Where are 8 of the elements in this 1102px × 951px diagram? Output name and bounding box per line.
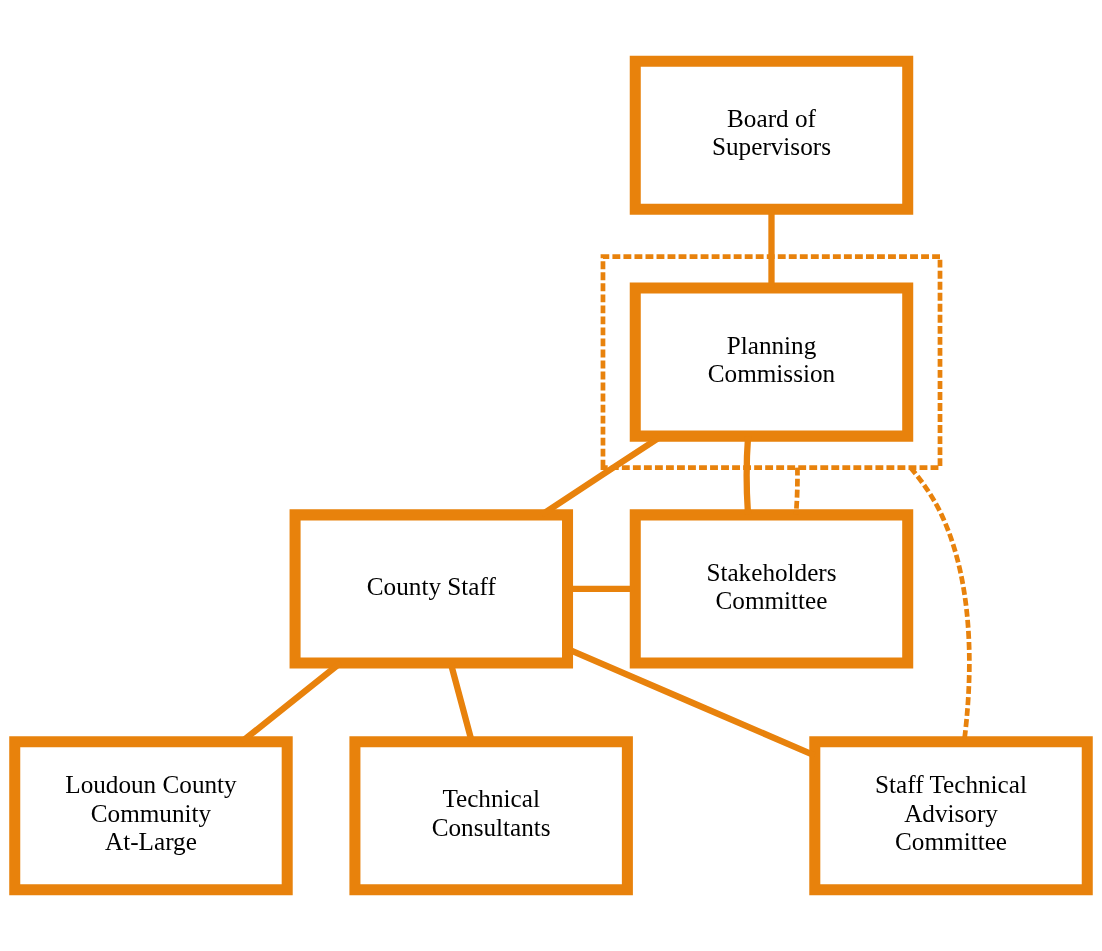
node-box: Staff Technical Advisory Committee (809, 736, 1093, 896)
node-box: Planning Commission (629, 282, 914, 442)
node-box: Board of Supervisors (629, 55, 914, 215)
node-box: Loudoun County Community At-Large (9, 736, 293, 896)
cluster (600, 254, 943, 470)
node-box: Stakeholders Committee (629, 509, 914, 669)
node-box: County Staff (289, 509, 574, 669)
node-box: Technical Consultants (349, 736, 633, 896)
